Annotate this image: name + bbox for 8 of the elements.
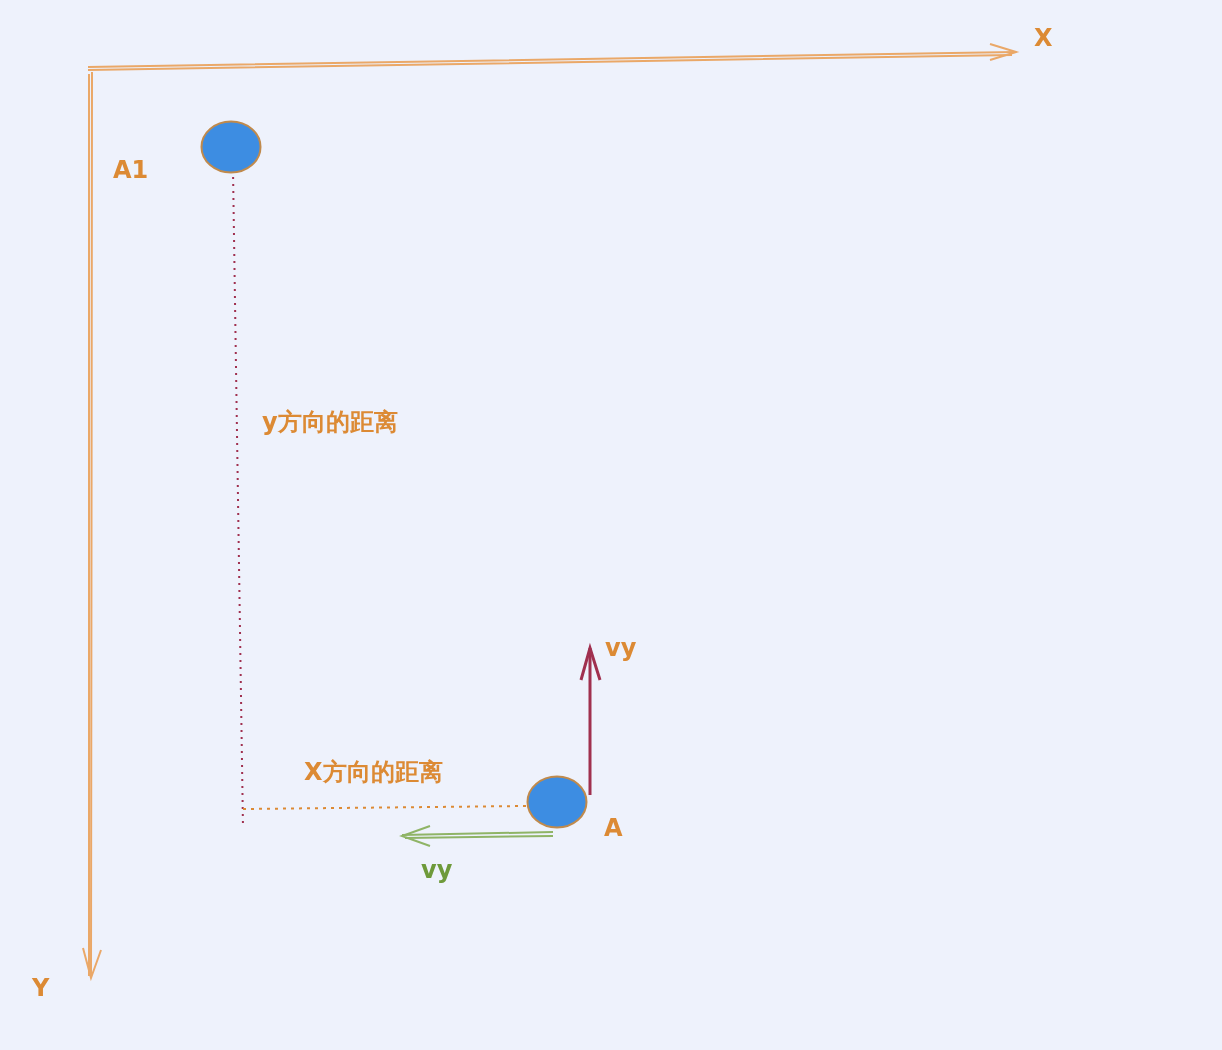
point-label: A	[604, 814, 623, 842]
distance-label: X方向的距离	[304, 757, 443, 788]
point-label: A1	[113, 156, 149, 184]
axis-label: Y	[32, 974, 50, 1002]
distance-label: y方向的距离	[262, 407, 398, 438]
velocity-label: vy	[421, 856, 453, 884]
velocity-label: vy	[605, 634, 637, 662]
axis-label: X	[1034, 24, 1053, 52]
